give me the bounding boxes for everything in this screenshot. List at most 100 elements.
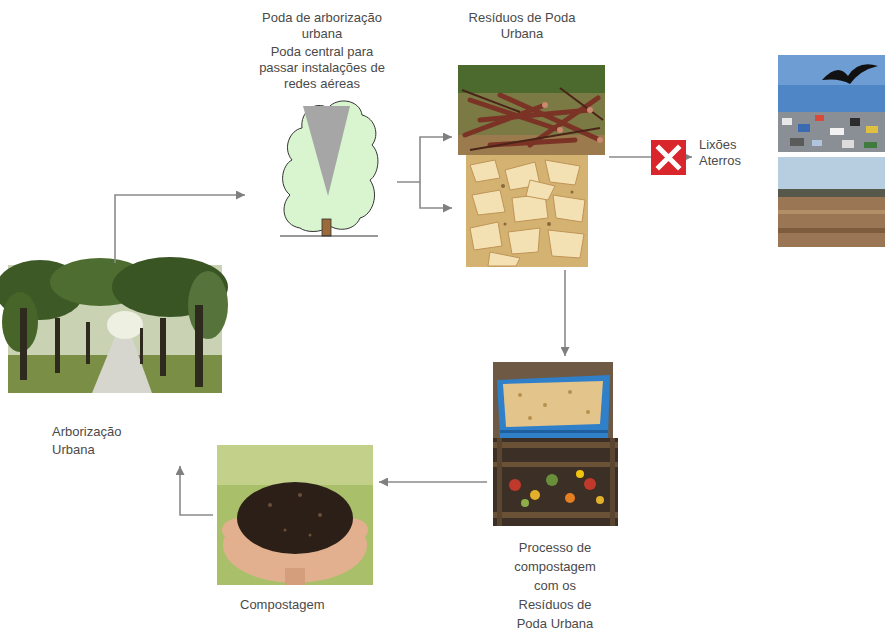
compost-hands-photo-part-part xyxy=(298,493,302,497)
wood-chips-photo-part-part xyxy=(504,223,507,226)
dump-photo xyxy=(778,55,885,152)
composting-process: Processo de compostagem com os Resíduos … xyxy=(490,360,620,640)
landfill-photo-part xyxy=(778,228,885,233)
node-label: Lixões Aterros xyxy=(699,137,759,169)
compost-bin-photo-part xyxy=(530,490,540,500)
dump-photo-part xyxy=(778,55,885,152)
wood-chips-photo-part-part xyxy=(472,190,505,215)
wood-chips-photo-part xyxy=(501,184,574,226)
compost-bin-photo-part xyxy=(576,470,584,478)
compost-bin-photo-part xyxy=(584,478,596,490)
flow-arrow xyxy=(180,466,213,515)
dump-photo-part-part xyxy=(782,118,792,125)
branch-residue-photo-part xyxy=(458,65,605,155)
dump-photo-part xyxy=(778,55,885,85)
compost-crate-photo-part-part xyxy=(586,410,590,414)
compost-bin-photo-part xyxy=(493,462,618,467)
street-trees-photo-part xyxy=(55,318,60,373)
compost-crate-photo-part xyxy=(493,362,613,438)
wood-chips-photo-part-part xyxy=(501,184,505,188)
compost-hands-photo-part xyxy=(237,482,353,554)
branch-residue-photo-part-part xyxy=(542,102,548,108)
node-label: Poda de arborização urbana xyxy=(252,10,392,42)
dump-photo-part-part xyxy=(850,118,860,126)
branch-residue-photo-part-part xyxy=(557,127,563,133)
dump-photo-part-part xyxy=(866,126,878,133)
compost-crate-photo-part-part xyxy=(543,403,547,407)
dump-photo-part-part xyxy=(812,140,822,146)
street-trees-photo xyxy=(0,257,228,393)
street-trees-photo-part xyxy=(107,311,143,339)
compost-bin-photo xyxy=(493,438,618,526)
node-label: Arborização Urbana xyxy=(52,423,152,459)
compost-hands-photo-part xyxy=(217,445,373,585)
compost-crate-photo-part xyxy=(518,390,590,420)
pruned-tree-icon xyxy=(280,101,378,236)
compost-hands-photo-part xyxy=(268,493,322,537)
dump-photo-part-part xyxy=(790,138,804,146)
wood-chips-photo-part-part xyxy=(526,180,555,200)
branch-residue-photo-part xyxy=(458,135,605,155)
compost-bin-photo-part xyxy=(493,442,618,448)
dump-photo-part-part xyxy=(864,142,877,148)
compost-crate-photo-part-part xyxy=(528,416,532,420)
wood-chips-photo-part-part xyxy=(488,252,520,266)
dump-photo-part-part xyxy=(798,124,810,132)
landfill-photo-part xyxy=(778,157,885,191)
compost-hands-photo-part-part xyxy=(318,513,322,517)
reject-cross-part xyxy=(651,140,686,175)
dump-photo-part-part xyxy=(830,128,844,135)
wood-chips-photo-part-part xyxy=(470,222,502,250)
branch-residue-photo-part-part xyxy=(465,105,545,135)
flow-arrow xyxy=(115,195,245,263)
street-trees-photo-part xyxy=(140,328,143,364)
pruned-tree-icon-part xyxy=(303,106,350,196)
wood-chips-photo-part-part xyxy=(545,160,580,185)
street-trees-photo-part xyxy=(160,318,166,376)
compost-bin-photo-part xyxy=(497,438,502,526)
dump-photo-part-part xyxy=(815,115,824,121)
compost-bin-photo-part xyxy=(493,512,618,518)
node-label: Compostagem xyxy=(240,597,360,613)
branch-residue-photo-part xyxy=(458,65,605,93)
compost-hands-photo-part-part xyxy=(309,534,312,537)
dump-photo-part xyxy=(778,112,885,152)
landfill-photo-part xyxy=(778,210,885,214)
flow-arrow xyxy=(564,270,566,356)
compost-hands-photo-part xyxy=(217,445,373,485)
compost-hands-photo xyxy=(217,445,373,585)
node-label: Processo de compostagem com os Resíduos … xyxy=(509,538,601,633)
flow-arrow xyxy=(379,481,487,483)
wood-chips-photo-part-part xyxy=(547,222,551,226)
compost-crate-photo-part-part xyxy=(568,390,572,394)
compost-crate-photo-part xyxy=(503,381,603,427)
flow-arrow xyxy=(397,137,452,182)
node-label: Poda central para passar instalações de … xyxy=(252,44,392,92)
street-trees-photo-part xyxy=(20,308,27,380)
wood-chips-photo-part xyxy=(466,155,588,267)
compost-crate-photo xyxy=(493,362,613,438)
fork-branch xyxy=(420,182,452,208)
branch-residue-photo-part-part xyxy=(470,128,600,150)
wood-chips-photo xyxy=(466,155,588,267)
compost-bin-photo-part xyxy=(493,438,618,526)
compost-crate-photo-part-part xyxy=(518,393,522,397)
street-trees-photo-part xyxy=(188,271,228,339)
wood-chips-photo-part-part xyxy=(508,228,540,254)
branch-residue-photo-part xyxy=(462,88,603,150)
branch-residue-photo-part xyxy=(542,102,603,143)
residue-step: Resíduos de Poda Urbana xyxy=(455,8,607,268)
landfill-photo-part xyxy=(778,157,885,247)
street-trees-photo-part xyxy=(86,322,90,364)
landfill-photo xyxy=(778,157,885,247)
branch-residue-photo-part-part xyxy=(560,88,603,120)
compost-bin-photo-part xyxy=(521,499,529,507)
reject-cross-part xyxy=(659,148,678,167)
dump-photo-part xyxy=(822,64,878,84)
compost-bin-photo-part xyxy=(509,479,521,491)
dump-photo-part-part xyxy=(842,140,854,148)
compost-bin-photo-part xyxy=(546,474,558,486)
